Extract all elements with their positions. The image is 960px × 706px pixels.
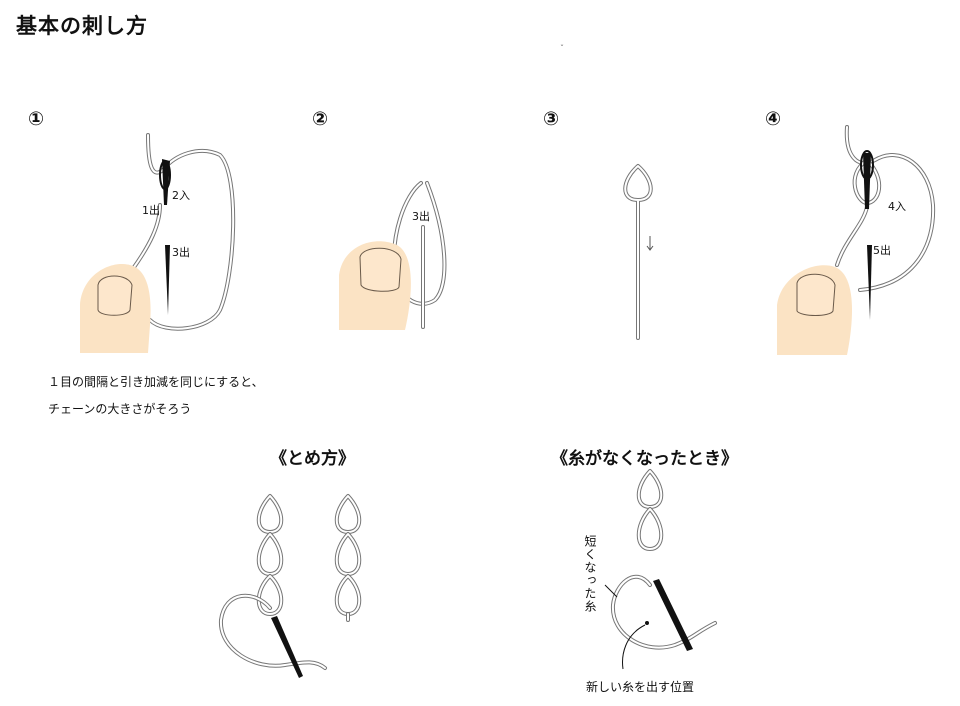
out-of-thread-illustration [604, 469, 717, 670]
step-4-thread [835, 125, 936, 292]
out-of-thread-chain [610, 469, 717, 650]
label-4-in: 4入 [888, 200, 906, 213]
finish-needle [271, 616, 303, 678]
new-thread-pointer-line [622, 624, 646, 670]
label-3-out: 3出 [172, 246, 190, 259]
finish-title: 《とめ方》 [270, 449, 355, 469]
out-of-thread-title: 《糸がなくなったとき》 [551, 449, 738, 469]
step-1-needle [165, 245, 170, 315]
step-3-number: ③ [543, 108, 560, 130]
finish-chain-left [218, 494, 327, 670]
short-thread-label: 短くなった糸 [583, 535, 597, 613]
step-1-needle-top [162, 159, 170, 205]
step-1-thread [130, 133, 236, 331]
label-step2-3-out: 3出 [412, 210, 430, 223]
step-1-illustration [80, 133, 236, 353]
step-2-thumbnail [359, 247, 402, 292]
step-2-illustration [339, 181, 447, 330]
top-mark: ˇ [560, 44, 564, 53]
finish-chain-right [334, 494, 362, 622]
label-1-out: 1出 [142, 204, 160, 217]
step-3-illustration [623, 164, 654, 340]
finish-illustration [218, 494, 362, 678]
short-thread-pointer-line [604, 584, 618, 598]
step-2-number: ② [312, 108, 329, 130]
label-5-out: 5出 [873, 244, 891, 257]
note-line-2: チェーンの大きさがそろう [48, 402, 192, 416]
label-2-in: 2入 [172, 189, 190, 202]
note-line-1: １目の間隔と引き加減を同じにすると、 [48, 375, 264, 389]
out-of-thread-needle [653, 579, 693, 651]
pull-direction-arrow-icon [646, 236, 654, 251]
step-1-number: ① [28, 108, 45, 130]
step-3-thread [623, 164, 653, 340]
step-4-needle [867, 245, 872, 320]
step-4-number: ④ [765, 108, 782, 130]
new-thread-position-dot [645, 621, 649, 625]
step-4-thumbnail [796, 273, 836, 316]
new-thread-position-label: 新しい糸を出す位置 [586, 680, 695, 694]
step-2-loop [392, 181, 447, 329]
step-1-thumbnail [97, 275, 133, 316]
page-title: 基本の刺し方 [16, 14, 148, 38]
step-4-needle-top [863, 153, 871, 209]
step-4-illustration [777, 125, 936, 355]
